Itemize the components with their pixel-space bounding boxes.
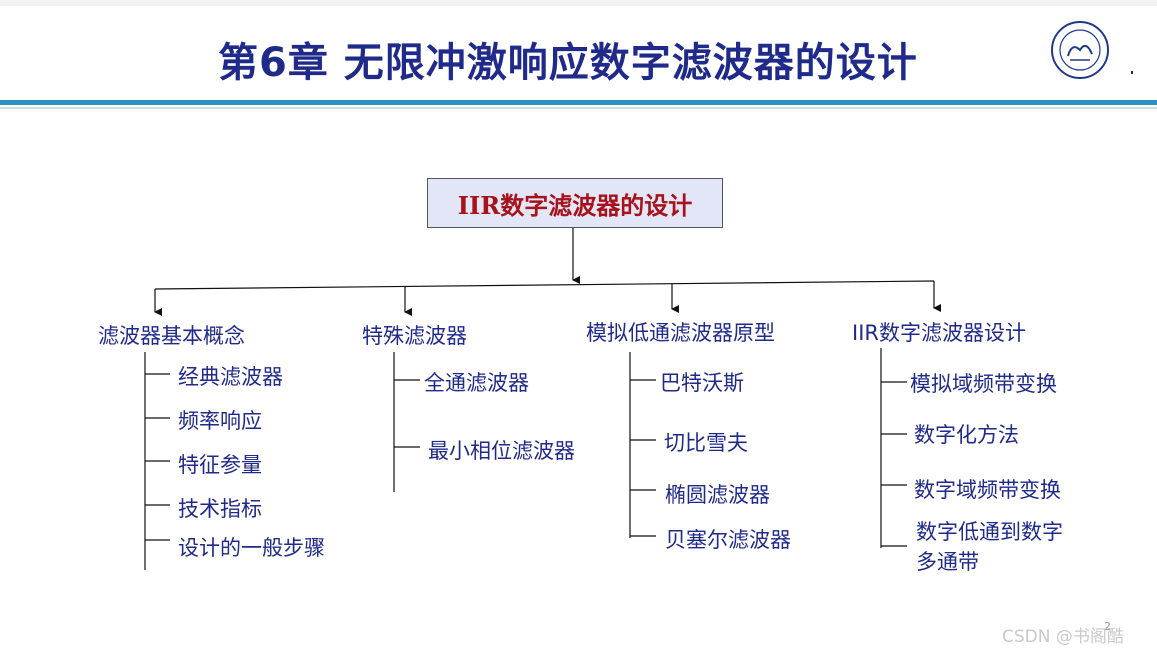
top-bar: [0, 0, 1157, 6]
branch-3-item-4: 贝塞尔滤波器: [665, 528, 791, 552]
branch-label-2: 特殊滤波器: [362, 324, 467, 348]
branch-1-item-2: 频率响应: [178, 409, 262, 433]
branch-4-item-2: 数字化方法: [914, 423, 1019, 447]
branch-3-item-1: 巴特沃斯: [660, 371, 744, 395]
branch-1-item-3: 特征参量: [178, 453, 262, 477]
branch-label-4: IIR数字滤波器设计: [852, 321, 1026, 345]
branch-1-item-5: 设计的一般步骤: [178, 536, 325, 560]
branch-3-item-2: 切比雪夫: [664, 431, 748, 455]
branch-4-item-3: 数字域频带变换: [914, 478, 1061, 502]
branch-label-1: 滤波器基本概念: [98, 324, 245, 348]
branch-3-item-3: 椭圆滤波器: [665, 483, 770, 507]
watermark: CSDN @书阁酷: [1002, 627, 1124, 647]
branch-4-item-4: 数字低通到数字多通带: [916, 520, 1063, 574]
header-rule: [0, 100, 1157, 105]
branch-4-item-1: 模拟域频带变换: [910, 372, 1057, 396]
root-node: IIR数字滤波器的设计: [427, 178, 723, 228]
branch-1-item-1: 经典滤波器: [178, 365, 283, 389]
edge-mark: [1131, 71, 1133, 74]
university-logo-icon: [1051, 21, 1109, 79]
page-number: 2: [1104, 620, 1111, 633]
branch-label-3: 模拟低通滤波器原型: [586, 321, 775, 345]
branch-2-item-1: 全通滤波器: [424, 371, 529, 395]
branch-1-item-4: 技术指标: [178, 497, 262, 521]
branch-bus: [154, 280, 935, 290]
slide-title: 第6章 无限冲激响应数字滤波器的设计: [218, 40, 918, 86]
header-rule-shadow: [0, 107, 1157, 109]
branch-2-item-2: 最小相位滤波器: [428, 439, 575, 463]
